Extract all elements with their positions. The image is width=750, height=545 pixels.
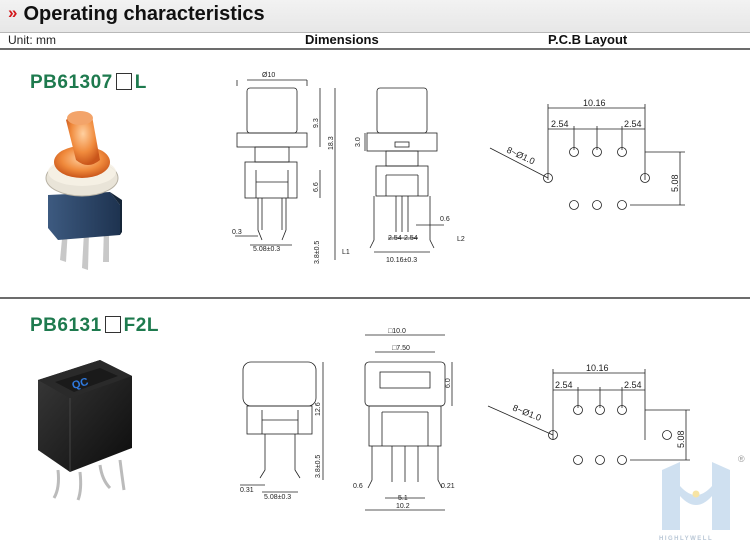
dim-h30: 3.0: [355, 137, 362, 147]
dimensions-heading: Dimensions: [305, 32, 379, 47]
dim2-w508: 5.08±0.3: [264, 494, 291, 501]
dim-w254b: 2.54: [404, 235, 418, 242]
dimension-drawing-2-side: [240, 361, 324, 493]
dim-h66: 6.6: [313, 182, 320, 192]
highlywell-logo: [662, 462, 730, 530]
dim-w508: 5.08±0.3: [253, 246, 280, 253]
header-bar: [0, 0, 750, 33]
dim2-w021: 0.21: [441, 483, 455, 490]
divider-middle: [0, 297, 750, 299]
dimension-drawing-2-front: [364, 334, 453, 511]
dim2-w51: 5.1: [398, 495, 408, 502]
dim-h38: 3.8±0.5: [314, 241, 321, 264]
dim-h93: 9.3: [313, 118, 320, 128]
pcb-h508: 5.08: [670, 174, 680, 192]
dim2-h38: 3.8±0.5: [315, 455, 322, 478]
dim-h183: 18.3: [328, 136, 335, 150]
pcb-layout-2: [487, 369, 690, 465]
pcb-hole: 8~Ø1.0: [505, 145, 536, 167]
pcb-layout-1: [489, 104, 685, 210]
pcb-w254a: 2.54: [551, 119, 569, 129]
model-suffix-2: F2L: [123, 315, 159, 336]
svg-text:QC: QC: [71, 376, 90, 392]
dim2-sq75: □7.50: [392, 345, 410, 352]
pcb-w1016: 10.16: [583, 98, 606, 108]
model-box-icon: [104, 316, 121, 333]
dim-dia: Ø10: [262, 72, 275, 79]
dimension-drawing-1-front: [364, 87, 444, 253]
dim2-sq10: □10.0: [388, 328, 406, 335]
pcb-layout-heading: P.C.B Layout: [548, 32, 628, 47]
registered-mark: ®: [738, 454, 745, 464]
pcb2-hole: 8~Ø1.0: [511, 403, 542, 423]
dim2-h126: 12.6: [315, 402, 322, 416]
product-photo-pb6131: QC: [38, 360, 132, 501]
pcb2-w1016: 10.16: [586, 363, 609, 373]
dim2-w102: 10.2: [396, 503, 410, 510]
dim2-w031: 0.31: [240, 487, 254, 494]
model-name-1: PB61307 L: [30, 72, 147, 94]
product-photo-pb61307: [45, 111, 122, 270]
dim-w06: 0.6: [440, 216, 450, 223]
dimension-drawing-1-side: [235, 79, 336, 260]
pcb2-w254a: 2.54: [555, 380, 573, 390]
pcb-w254b: 2.54: [624, 119, 642, 129]
dim-l1: L1: [342, 249, 350, 256]
dim-l2: L2: [457, 236, 465, 243]
model-suffix-1: L: [134, 72, 147, 93]
dim2-h60: 6.0: [445, 378, 452, 388]
dim-w03: 0.3: [232, 229, 242, 236]
dim-w254a: 2.54: [388, 235, 402, 242]
page-title: » Operating characteristics: [8, 3, 265, 26]
dim-w1016: 10.16±0.3: [386, 257, 417, 264]
pcb2-w254b: 2.54: [624, 380, 642, 390]
model-prefix-2: PB6131: [30, 315, 102, 336]
divider-top: [0, 48, 750, 50]
dim2-w06: 0.6: [353, 483, 363, 490]
model-prefix-1: PB61307: [30, 72, 113, 93]
unit-label: Unit: mm: [8, 33, 56, 47]
page-title-text: Operating characteristics: [23, 3, 265, 25]
model-name-2: PB6131 F2L: [30, 315, 159, 337]
pcb2-h508: 5.08: [676, 430, 686, 448]
logo-text: HIGHLYWELL: [659, 536, 713, 542]
model-box-icon: [115, 73, 132, 90]
chevron-icon: »: [8, 3, 18, 22]
